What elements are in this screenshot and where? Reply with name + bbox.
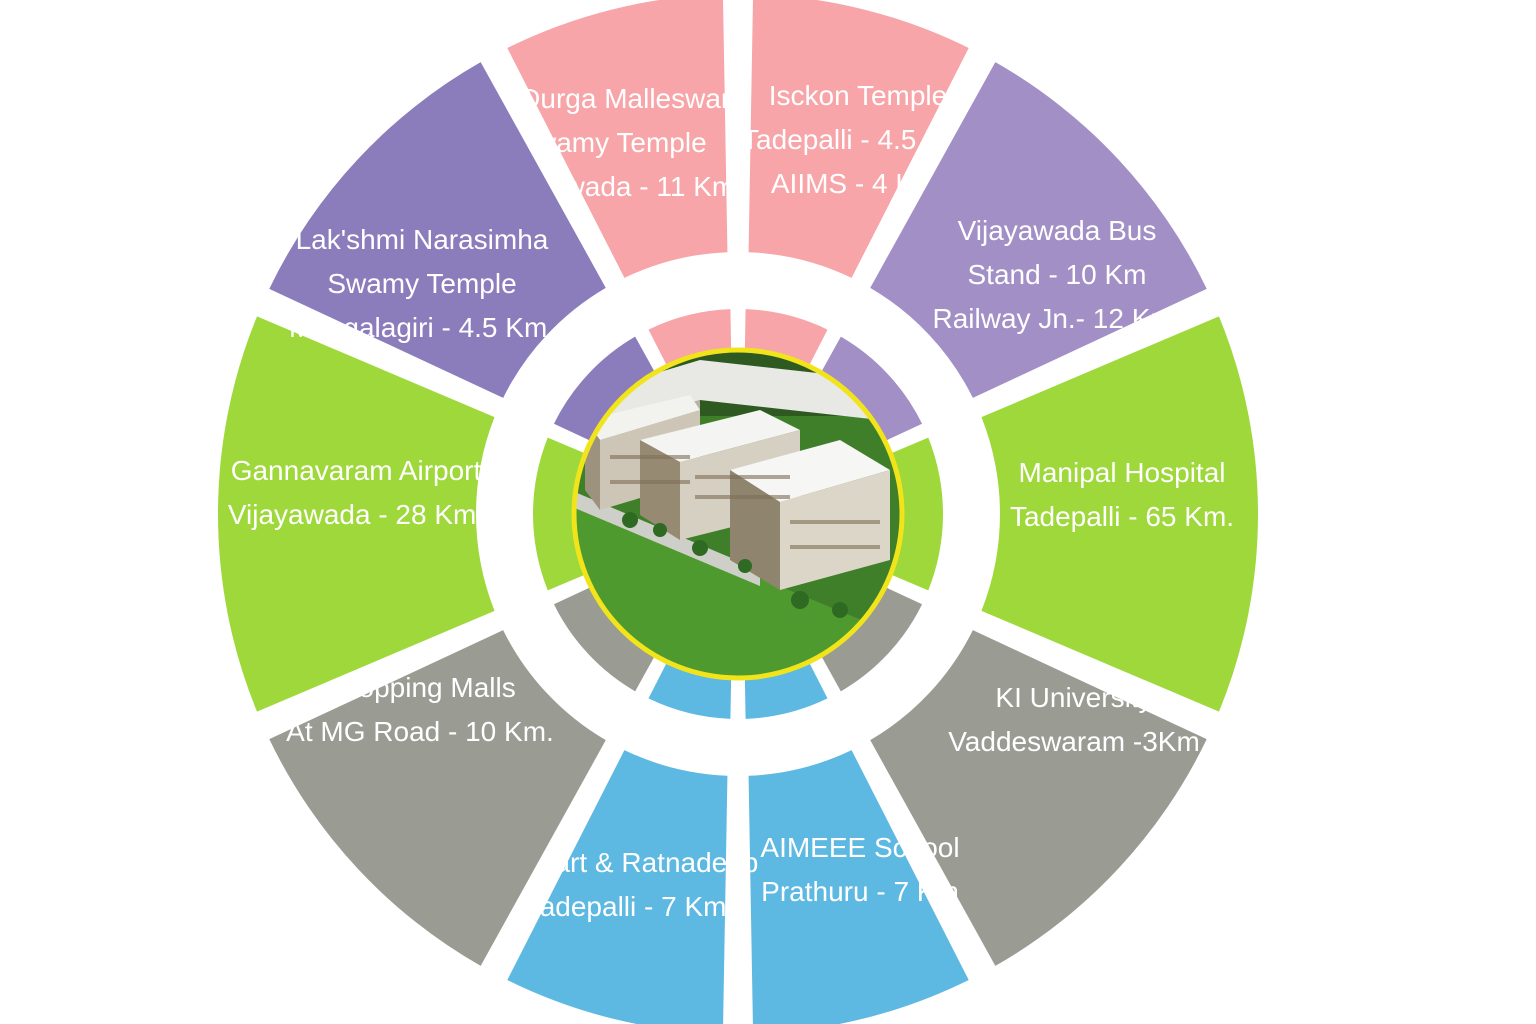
segment-label-line: Shopping Malls [324, 672, 515, 703]
segment-label-line: Sri Durga Malleswara [478, 83, 746, 114]
segment-shape-kl-university [870, 630, 1207, 966]
center-image-border [571, 347, 905, 681]
segment-label-line: Manipal Hospital [1019, 457, 1226, 488]
segment-shape-manipal-hospital [981, 316, 1258, 712]
segment-label-line: Mangalagiri - 4.5 Km. [289, 312, 555, 343]
segment-label-line: Lak'shmi Narasimha [296, 224, 549, 255]
inner-segment-narasimha-temple [553, 336, 657, 443]
inner-segment-manipal-hospital [886, 437, 943, 591]
segment-shopping-malls: Shopping Malls At MG Road - 10 Km. [269, 630, 606, 966]
segment-label-line: Stand - 10 Km [968, 259, 1147, 290]
segment-shape-bus-stand [870, 62, 1207, 398]
segment-label-line: AIMEEE School [760, 832, 959, 863]
segment-shape-narasimha-temple [269, 62, 606, 398]
segment-label-line: AIIMS - 4 Km. [771, 168, 945, 199]
segment-label-line: Vaddeswaram -3Km [948, 726, 1200, 757]
segment-shape-shopping-malls [269, 630, 606, 966]
segment-label-line: D-Mart & Ratnadeep [502, 847, 759, 878]
inner-segment-kl-university [819, 585, 923, 692]
segment-label-line: Tadepalli - 65 Km. [1010, 501, 1234, 532]
segment-label-line: At MG Road - 10 Km. [286, 716, 554, 747]
inner-segment-shopping-malls [553, 585, 657, 692]
inner-segment-bus-stand [819, 336, 923, 443]
segment-label-line: Tadepalli - 4.5 Km. [742, 124, 974, 155]
segment-label-line: Tadepalli - 7 Km. [526, 891, 735, 922]
inner-segment-airport [533, 437, 590, 591]
segment-label-line: Gannavaram Airport [231, 455, 482, 486]
segment-label-line: Railway Jn.- 12 Km. [933, 303, 1182, 334]
segment-label-line: Swamy Temple [327, 268, 516, 299]
segment-shape-dmart [507, 750, 728, 1024]
segment-label-line: Isckon Temple [769, 80, 947, 111]
segment-label-line: Swamy Temple [517, 127, 706, 158]
segment-label-line: KI University [995, 682, 1152, 713]
segment-shape-durga-temple [507, 0, 728, 278]
segment-label-line: Vijayawada Bus [958, 215, 1157, 246]
segment-shape-iskcon-temple [748, 0, 969, 278]
segment-label-line: Prathuru - 7 Km [761, 876, 959, 907]
segment-label-line: Vijayawada - 28 Km. [228, 499, 484, 530]
segment-shape-aimeee-school [748, 750, 969, 1024]
segment-shape-airport [218, 316, 495, 712]
